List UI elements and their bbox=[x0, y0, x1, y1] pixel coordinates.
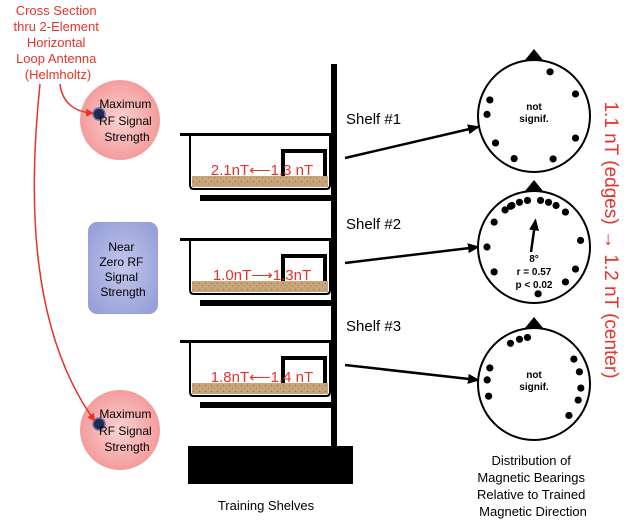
max-signal-label-top: Maximum RF Signal Strength bbox=[99, 97, 155, 144]
circles-caption: Distribution of Magnetic Bearings Relati… bbox=[477, 453, 589, 519]
tray-rim bbox=[180, 133, 335, 136]
tray-rim bbox=[180, 340, 335, 343]
bearing-dot bbox=[483, 376, 491, 384]
shelf-label: Shelf #2 bbox=[346, 216, 401, 233]
max-signal-label-bottom: Maximum RF Signal Strength bbox=[99, 407, 155, 454]
antenna-label-line: Cross Section bbox=[16, 3, 97, 18]
mean-vector-arrow bbox=[529, 218, 540, 253]
pointer-arrow-bottom bbox=[33, 83, 96, 422]
bearing-dot bbox=[577, 384, 585, 392]
bearing-dot bbox=[570, 355, 578, 363]
result-arrow bbox=[344, 243, 480, 265]
bearing-dot bbox=[575, 368, 583, 376]
shelf-board bbox=[200, 402, 333, 408]
max-signal-circle-bottom bbox=[80, 390, 160, 470]
bearing-dot bbox=[552, 201, 560, 210]
field-gradient-label: 1.1 nT (edges) → 1.2 nT (center) bbox=[600, 101, 621, 378]
trained-direction-marker bbox=[525, 49, 543, 60]
shelf: 2.1nT⟵1.3 nT Shelf #1 bbox=[180, 111, 480, 201]
rack-upright bbox=[331, 64, 337, 450]
bearing-dot bbox=[571, 265, 580, 273]
shelf-board bbox=[200, 195, 333, 201]
result-arrow bbox=[344, 363, 480, 384]
bearing-dot bbox=[523, 333, 532, 342]
antenna-label: Cross Section thru 2-Element Horizontal … bbox=[14, 3, 103, 82]
bearing-dot bbox=[491, 139, 500, 147]
bearing-dot bbox=[565, 411, 573, 420]
bearing-dot bbox=[515, 335, 524, 343]
max-signal-circle-top bbox=[80, 80, 160, 160]
shelf-field-text: 2.1nT⟵1.3 nT bbox=[211, 162, 313, 179]
bearing-dot bbox=[561, 278, 570, 286]
shelf: 1.0nT⟶1.3nT Shelf #2 bbox=[180, 216, 480, 306]
rack-base bbox=[188, 446, 353, 484]
shelf-field-text: 1.8nT⟵1.4 nT bbox=[211, 369, 313, 386]
bearing-dot bbox=[549, 155, 557, 163]
bearing-dot bbox=[486, 96, 494, 104]
antenna-label-line: Loop Antenna bbox=[16, 51, 97, 66]
hide-box bbox=[281, 149, 327, 176]
bearing-dot bbox=[574, 396, 582, 404]
bearing-dot bbox=[571, 134, 580, 142]
antenna-label-line: thru 2-Element bbox=[14, 19, 100, 34]
bearing-dot bbox=[490, 268, 498, 276]
shelf-label: Shelf #3 bbox=[346, 318, 401, 335]
antenna-label-line: Horizontal bbox=[27, 35, 86, 50]
tray-soil bbox=[192, 383, 328, 394]
bearing-dot bbox=[534, 290, 542, 298]
hide-box bbox=[281, 254, 327, 281]
bearing-dot bbox=[546, 68, 554, 76]
shelves-caption: Training Shelves bbox=[218, 498, 315, 513]
bearing-dot bbox=[561, 208, 570, 216]
bearing-dot bbox=[486, 364, 494, 372]
bearing-dot bbox=[515, 198, 524, 206]
bearing-dot bbox=[536, 196, 545, 205]
bearing-dot bbox=[544, 198, 553, 206]
shelf-field-text: 1.0nT⟶1.3nT bbox=[213, 267, 311, 284]
shelf-board bbox=[200, 300, 333, 306]
antenna-wire-dot-bottom bbox=[92, 417, 106, 431]
bearing-dot bbox=[506, 202, 515, 210]
bearing-dot bbox=[501, 206, 509, 214]
tray-soil bbox=[192, 176, 328, 187]
bearing-dot bbox=[510, 154, 518, 163]
result-arrow bbox=[344, 124, 480, 160]
bearing-dot bbox=[506, 339, 515, 347]
bearing-dot bbox=[483, 243, 491, 251]
bearing-dot bbox=[490, 218, 498, 226]
trained-direction-marker bbox=[525, 180, 543, 191]
shelf-label: Shelf #1 bbox=[346, 111, 401, 128]
near-zero-box bbox=[88, 222, 158, 314]
bearing-dot bbox=[576, 236, 585, 245]
hide-box bbox=[281, 356, 327, 383]
trained-direction-marker bbox=[525, 317, 543, 328]
shelf: 1.8nT⟵1.4 nT Shelf #3 bbox=[180, 318, 480, 408]
tray-rim bbox=[180, 238, 335, 241]
bearing-dot bbox=[485, 392, 493, 400]
near-zero-label: Near Zero RF Signal Strength bbox=[99, 240, 146, 299]
antenna-label-line: (Helmholtz) bbox=[25, 67, 91, 82]
tray-soil bbox=[192, 281, 328, 292]
bearing-dot bbox=[571, 90, 580, 98]
pointer-arrow-top bbox=[59, 83, 94, 117]
bearing-dot bbox=[483, 110, 491, 118]
bearing-dot bbox=[523, 196, 532, 205]
